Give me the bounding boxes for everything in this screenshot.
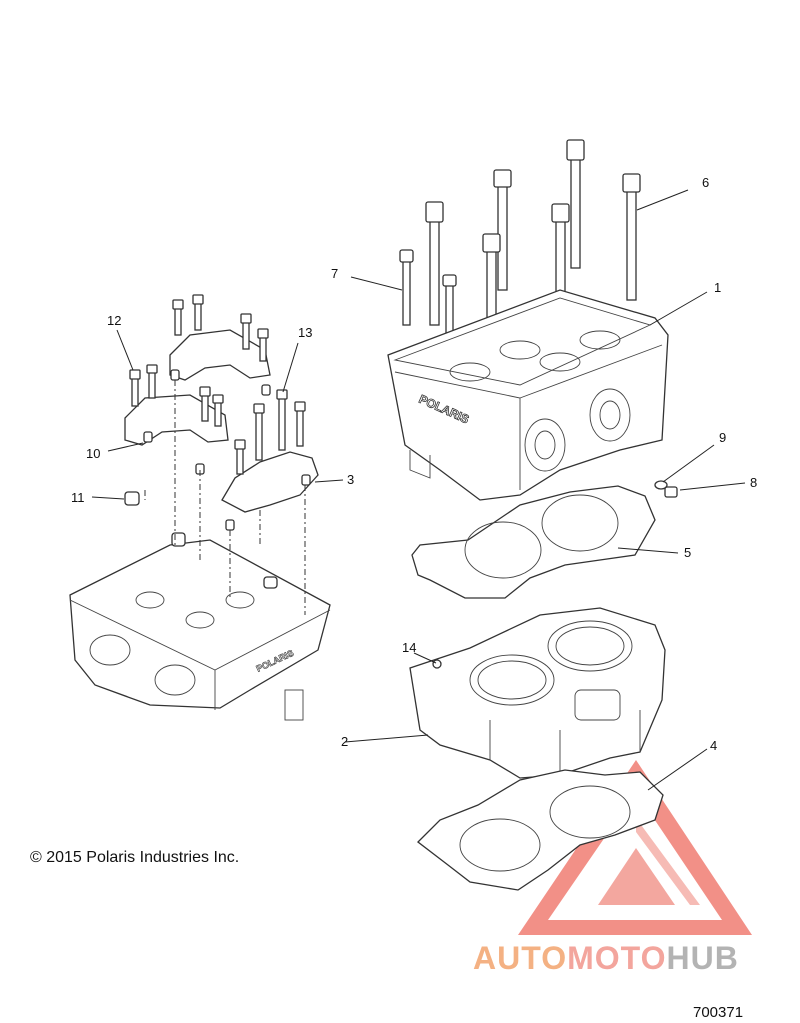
base-gasket (417, 769, 664, 891)
cylinder (409, 607, 666, 779)
watermark-text-part2: MOTO (567, 940, 667, 976)
dowels (124, 369, 678, 669)
figure-code: 700371 (693, 1004, 744, 1021)
assembly-centerlines (144, 380, 306, 615)
cylinder-head: POLARIS (387, 289, 669, 501)
callout-4: 4 (710, 738, 717, 753)
cap-bolts (129, 294, 306, 475)
callout-10: 10 (86, 446, 100, 461)
copyright-notice: © 2015 Polaris Industries Inc. (30, 849, 240, 866)
callout-8: 8 (750, 475, 757, 490)
leader-lines (91, 189, 746, 791)
head-gasket (411, 485, 656, 599)
callout-numbers: 1 2 3 4 5 6 7 8 9 10 11 12 13 14 (71, 175, 757, 753)
callout-2: 2 (341, 734, 348, 749)
watermark-text-part3: HUB (666, 940, 739, 976)
watermark-text: AUTOMOTOHUB (473, 940, 739, 977)
callout-6: 6 (702, 175, 709, 190)
callout-13: 13 (298, 325, 312, 340)
callout-9: 9 (719, 430, 726, 445)
callout-3: 3 (347, 472, 354, 487)
cylinder-head-top-view: POLARIS (69, 539, 331, 721)
callout-7: 7 (331, 266, 338, 281)
callout-1: 1 (714, 280, 721, 295)
callout-5: 5 (684, 545, 691, 560)
callout-11: 11 (71, 490, 85, 505)
watermark-logo (518, 760, 752, 935)
callout-14: 14 (402, 640, 416, 655)
callout-12: 12 (107, 313, 121, 328)
watermark-text-part1: AUTO (473, 940, 568, 976)
